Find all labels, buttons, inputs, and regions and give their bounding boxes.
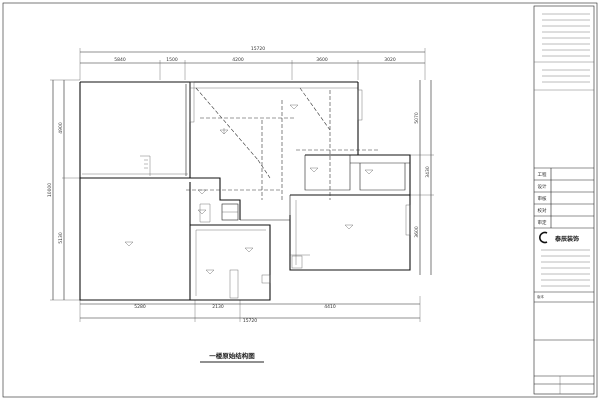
- dim-right-1: 5070: [414, 112, 420, 124]
- title-row-label-4: 校对: [538, 207, 547, 214]
- floor-plan: 15720 5840 1500 4200 3600 3020 10000 490…: [47, 46, 434, 363]
- dim-top-3: 4200: [232, 57, 244, 63]
- dim-top-4: 3600: [316, 57, 328, 63]
- info-grid: 工程 设计 审核 校对 审定: [534, 167, 594, 229]
- top-dimension-chain: 15720 5840 1500 4200 3600 3020: [79, 46, 426, 80]
- company-logo-icon: [539, 231, 548, 244]
- window-symbols: [189, 81, 411, 236]
- left-dimension-chain: 10000 4900 5130: [47, 79, 80, 301]
- company-info: [541, 249, 590, 287]
- dim-left-2: 5130: [58, 232, 64, 244]
- right-dimension-chain: 5070 3430 3600: [410, 80, 434, 275]
- dim-bottom-2: 2130: [212, 304, 224, 310]
- page-label: 版本: [537, 294, 545, 299]
- title-row-label-3: 审核: [538, 195, 547, 202]
- dim-left-total: 10000: [47, 183, 53, 197]
- title-block: 工程 设计 审核 校对 审定 泰辰装饰 版本: [533, 5, 595, 395]
- dim-top-1: 5840: [114, 57, 126, 63]
- company-logo: 泰辰装饰: [539, 231, 579, 244]
- notes-block: [542, 13, 590, 83]
- dim-bottom-3: 4410: [324, 304, 336, 310]
- bottom-dimension-chain: 5280 2130 4410 15720: [79, 296, 421, 324]
- beam-lines: [186, 87, 380, 200]
- dim-top-2: 1500: [166, 57, 178, 63]
- dim-right-2: 3430: [425, 166, 431, 178]
- dim-left-1: 4900: [58, 122, 64, 134]
- title-row-label-2: 设计: [538, 183, 547, 190]
- title-row-label-5: 审定: [538, 219, 547, 226]
- drawing-caption: 一楼原始结构图: [209, 351, 255, 360]
- walls: [79, 81, 411, 301]
- dim-bottom-total: 15720: [243, 318, 257, 324]
- dim-top-total: 15720: [251, 46, 265, 52]
- level-markers: [124, 104, 374, 275]
- title-row-label-1: 工程: [538, 171, 547, 178]
- dim-top-5: 3020: [384, 57, 396, 63]
- dim-right-3: 3600: [414, 226, 420, 238]
- dim-bottom-1: 5280: [134, 304, 146, 310]
- company-name: 泰辰装饰: [554, 235, 579, 243]
